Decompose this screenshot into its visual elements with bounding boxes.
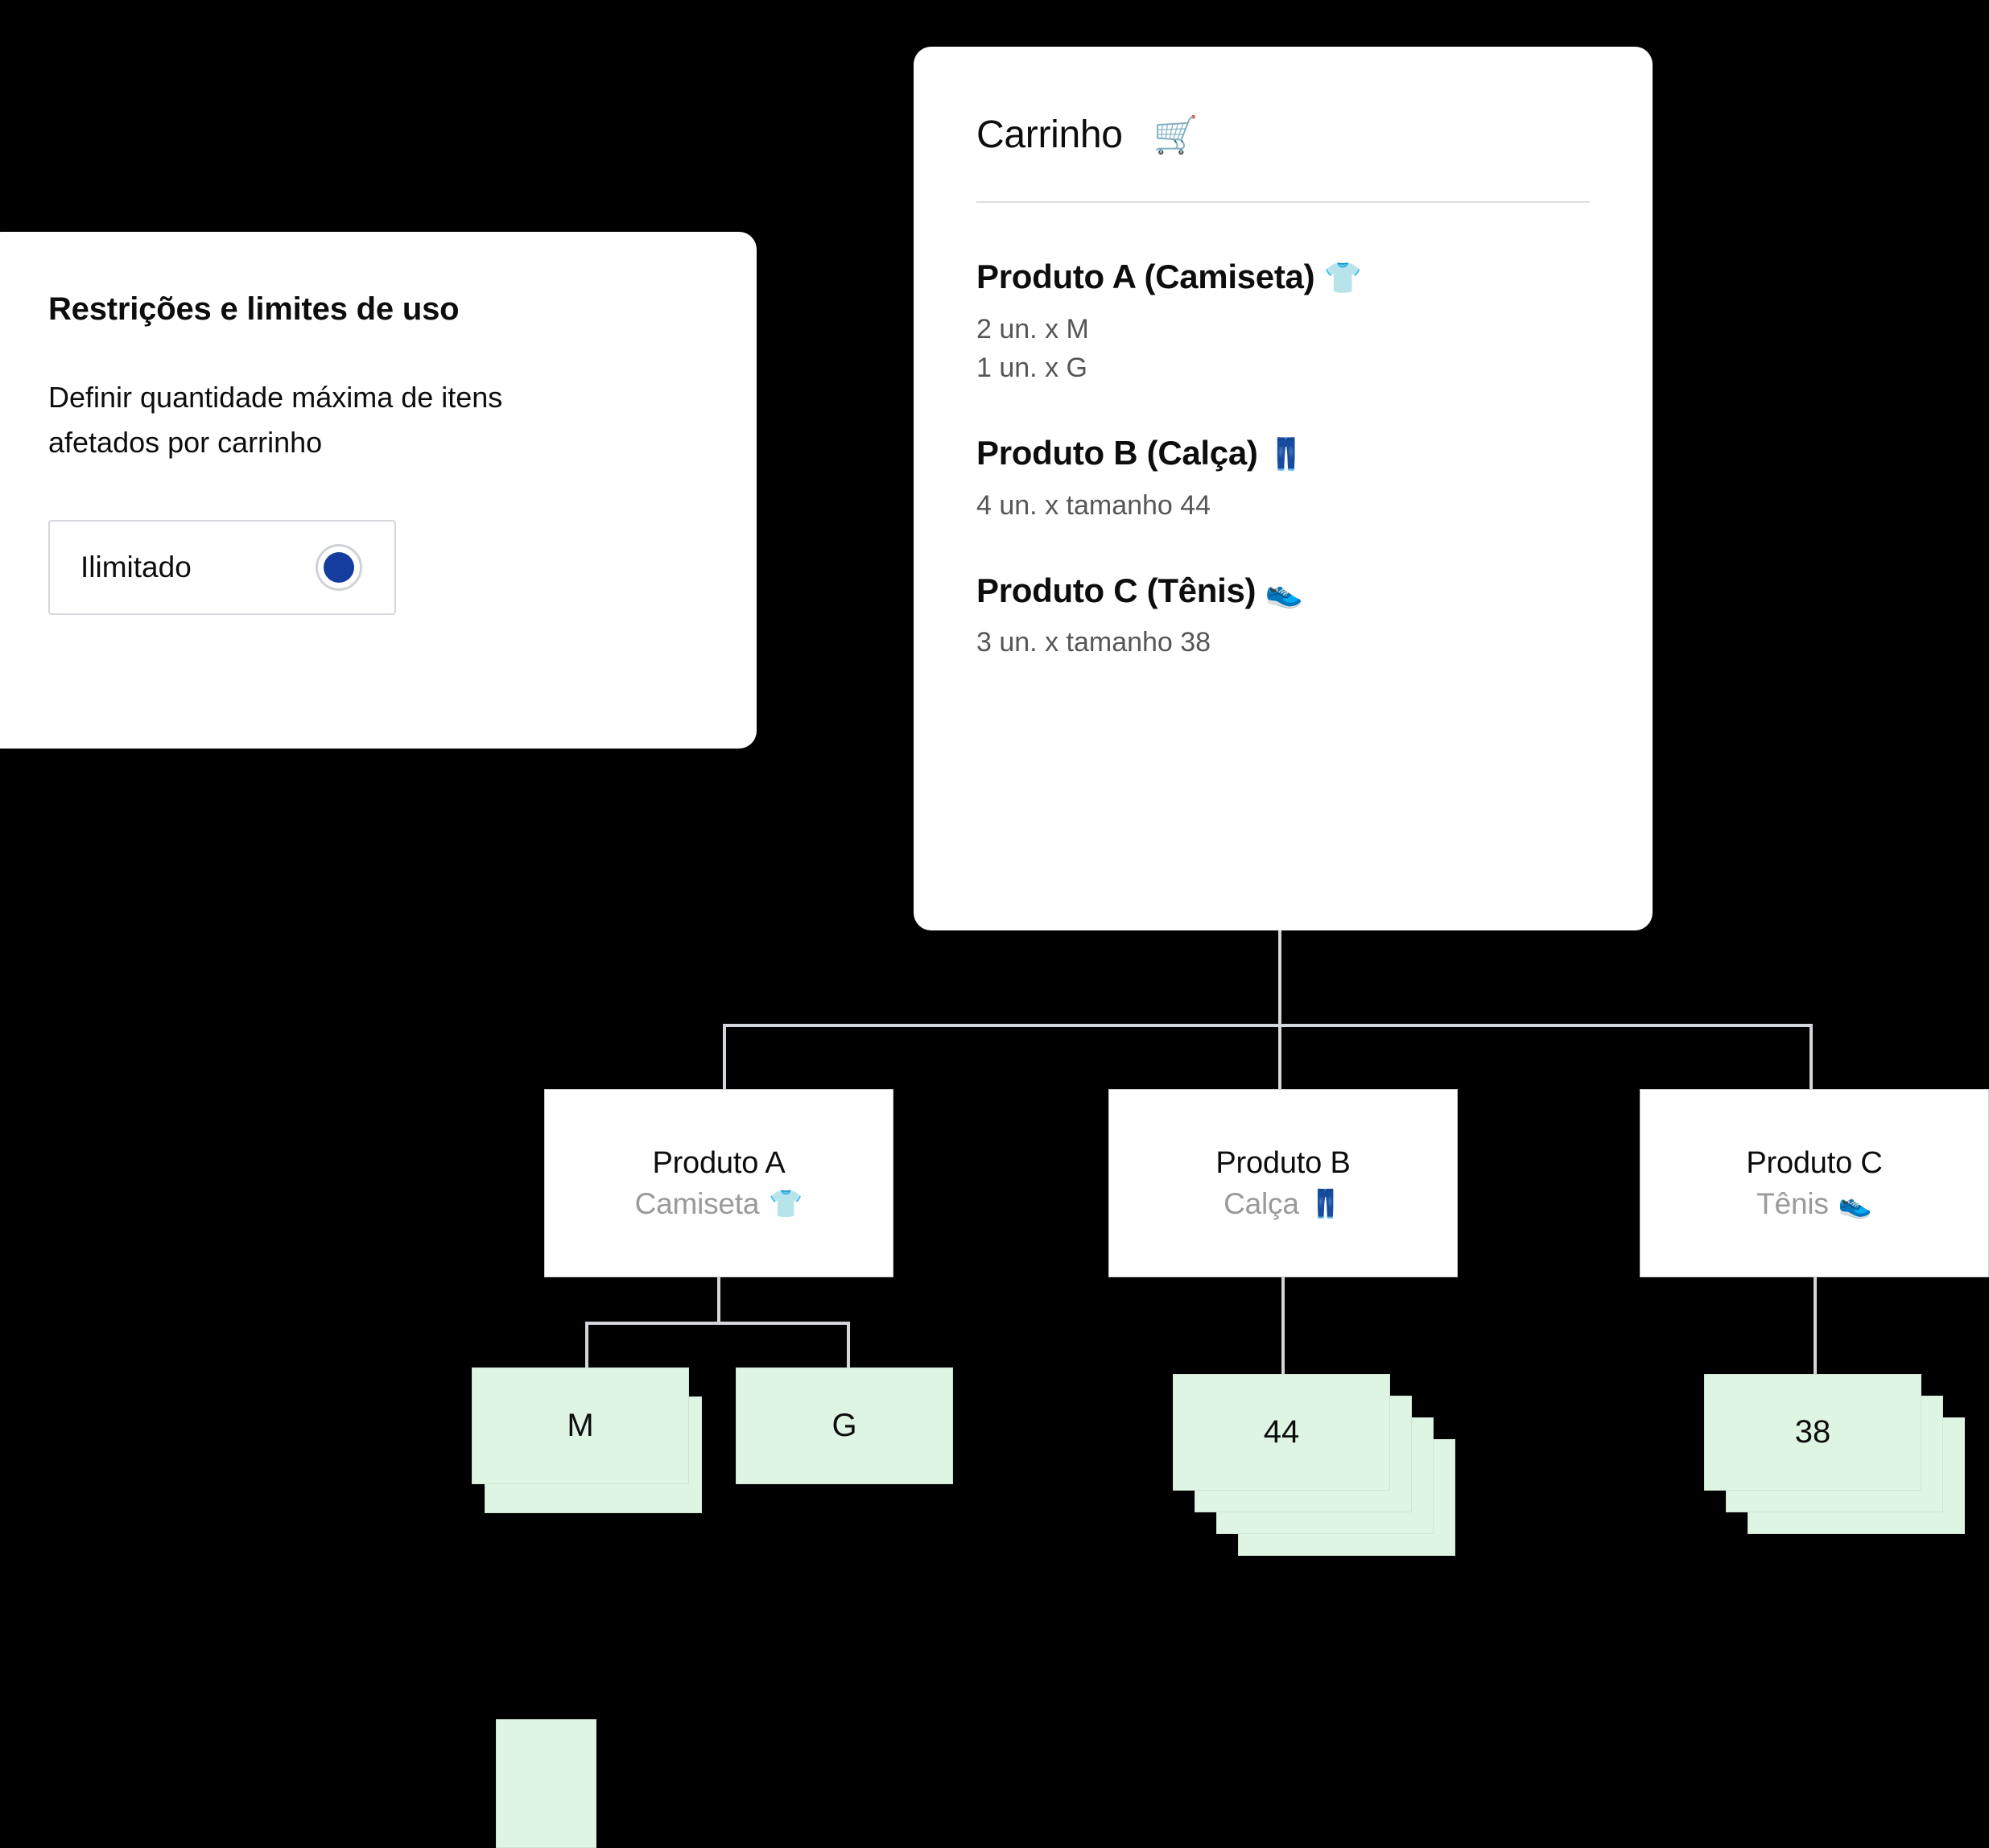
- jeans-icon: 👖: [1266, 438, 1305, 472]
- size-label: 38: [1794, 1414, 1831, 1450]
- connector-to-produto-b: [1278, 1024, 1281, 1090]
- jeans-icon: 👖: [1308, 1188, 1343, 1219]
- stack-sheet-front: 44: [1173, 1374, 1390, 1491]
- cart-card: Carrinho 🛒 Produto A (Camiseta) 👕 2 un. …: [914, 47, 1653, 930]
- max-items-selected-value: Ilimitado: [80, 550, 192, 584]
- cart-item-quantity: 3 un. x tamanho 38: [976, 627, 1211, 658]
- connector-size-bar-a: [585, 1322, 850, 1325]
- max-items-selector[interactable]: Ilimitado: [48, 519, 396, 615]
- node-subtitle: Calça: [1224, 1186, 1299, 1220]
- stack-sheet-front: G: [736, 1367, 953, 1484]
- cart-item-quantity: 4 un. x tamanho 44: [976, 489, 1211, 521]
- node-subtitle: Camiseta: [634, 1186, 760, 1220]
- cart-item-quantity: 1 un. x G: [976, 352, 1087, 383]
- size-label: M: [567, 1408, 594, 1443]
- cart-header: Carrinho 🛒: [976, 113, 1590, 157]
- node-subtitle-row: Camiseta 👕: [635, 1187, 803, 1221]
- connector-cart-trunk: [1278, 930, 1281, 1025]
- node-produto-c[interactable]: Produto C Tênis 👟: [1640, 1089, 1989, 1277]
- connector-to-size-g: [847, 1322, 850, 1370]
- node-title: Produto B: [1215, 1145, 1351, 1180]
- radio-selected-dot: [324, 551, 354, 583]
- cart-divider: [976, 201, 1590, 203]
- stack-sheet-front: 38: [1704, 1374, 1921, 1491]
- node-produto-b[interactable]: Produto B Calça 👖: [1108, 1089, 1458, 1277]
- size-label: G: [832, 1408, 857, 1443]
- cart-item: Produto B (Calça) 👖 4 un. x tamanho 44: [976, 432, 1590, 525]
- running-shoe-icon: 👟: [1265, 575, 1303, 609]
- node-subtitle-row: Tênis 👟: [1756, 1187, 1872, 1221]
- cart-item-name: Produto A (Camiseta): [976, 258, 1315, 295]
- cart-item-name: Produto C (Tênis): [976, 571, 1257, 609]
- cart-item-name: Produto B (Calça): [976, 434, 1258, 472]
- usage-limits-title: Restrições e limites de uso: [48, 291, 460, 327]
- stack-sheet-front: M: [472, 1367, 689, 1484]
- node-subtitle: Tênis: [1756, 1186, 1829, 1220]
- node-subtitle-row: Calça 👖: [1224, 1187, 1343, 1221]
- node-title: Produto C: [1746, 1145, 1883, 1180]
- t-shirt-icon: 👕: [1323, 262, 1362, 295]
- cart-item-quantity: 2 un. x M: [976, 313, 1089, 344]
- shopping-cart-icon: 🛒: [1153, 114, 1199, 155]
- node-produto-a[interactable]: Produto A Camiseta 👕: [544, 1089, 893, 1277]
- radio-button-unlimited[interactable]: [316, 543, 362, 591]
- connector-to-size-m: [585, 1322, 588, 1370]
- size-stack-38[interactable]: 38: [1704, 1374, 1978, 1551]
- stack-sheet-partial: [496, 1719, 596, 1848]
- connector-products-bar: [723, 1024, 1813, 1027]
- size-stack-g[interactable]: G: [736, 1367, 961, 1520]
- connector-to-produto-a: [723, 1024, 726, 1090]
- usage-limits-card: Restrições e limites de uso Definir quan…: [0, 232, 757, 749]
- cart-title: Carrinho: [976, 113, 1123, 156]
- cart-item: Produto C (Tênis) 👟 3 un. x tamanho 38: [976, 570, 1590, 662]
- running-shoe-icon: 👟: [1838, 1188, 1872, 1219]
- cart-item-name-row: Produto C (Tênis) 👟: [976, 570, 1590, 613]
- connector-to-size-38: [1814, 1277, 1817, 1374]
- node-title: Produto A: [652, 1145, 786, 1180]
- size-stack-44[interactable]: 44: [1173, 1374, 1463, 1567]
- cart-item-name-row: Produto B (Calça) 👖: [976, 432, 1590, 475]
- usage-limits-description: Definir quantidade máxima de itens afeta…: [48, 381, 503, 459]
- connector-produto-a-trunk: [717, 1277, 720, 1322]
- connector-to-produto-c: [1809, 1024, 1813, 1090]
- size-stack-m[interactable]: M: [472, 1367, 713, 1520]
- connector-to-size-44: [1281, 1277, 1285, 1374]
- cart-item: Produto A (Camiseta) 👕 2 un. x M 1 un. x…: [976, 256, 1590, 387]
- size-label: 44: [1263, 1414, 1300, 1450]
- cart-item-name-row: Produto A (Camiseta) 👕: [976, 256, 1590, 299]
- t-shirt-icon: 👕: [769, 1188, 803, 1219]
